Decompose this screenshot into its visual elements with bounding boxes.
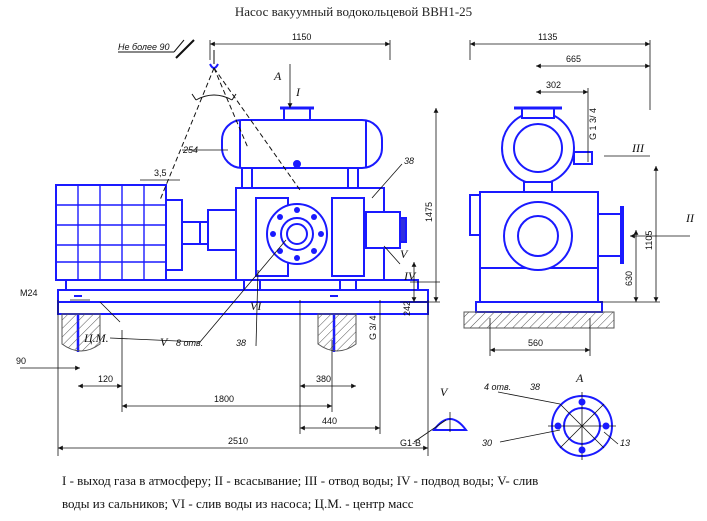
label-center-of-mass: Ц.М. <box>83 331 109 345</box>
roman-i: I <box>295 85 301 99</box>
view-a-title: A <box>575 371 584 385</box>
legend-line-2: воды из сальников; VI - слив воды из нас… <box>62 496 414 511</box>
label-8-holes: 8 отв. <box>176 338 203 348</box>
dimension-lines <box>20 40 690 456</box>
label-13: 13 <box>620 438 630 448</box>
label-35: 3,5 <box>154 168 167 178</box>
dim-665: 665 <box>566 54 581 64</box>
dim-1150: 1150 <box>292 32 311 42</box>
page-title: Насос вакуумный водокольцевой ВВН1-25 <box>234 4 473 19</box>
view-a-arrow: A <box>273 69 282 83</box>
label-38: 38 <box>404 156 414 166</box>
dimension-texts: Не более 90 254 38 3,5 1150 1135 665 302… <box>16 32 695 448</box>
dim-1135: 1135 <box>538 32 557 42</box>
label-4-holes: 4 отв. <box>484 382 511 392</box>
dim-440: 440 <box>322 416 337 426</box>
dim-120: 120 <box>98 374 113 384</box>
lifting-sling <box>118 39 301 201</box>
flange-detail-a <box>548 392 616 460</box>
roman-v-front: V <box>160 335 169 349</box>
roman-v-section: V <box>440 385 449 399</box>
roman-v: V <box>400 247 409 261</box>
label-4-holes-size: 38 <box>530 382 540 392</box>
section-v <box>432 412 468 432</box>
dim-630: 630 <box>624 271 634 286</box>
dim-1800: 1800 <box>214 394 234 404</box>
thread-g34: G 3/ 4 <box>368 315 378 340</box>
thread-g1b: G1-B <box>400 438 421 448</box>
dim-560: 560 <box>528 338 543 348</box>
thread-m24: M24 <box>20 288 38 298</box>
roman-iii: III <box>631 141 645 155</box>
roman-iv: IV <box>403 269 417 283</box>
thread-g134: G 1 3/ 4 <box>588 108 598 140</box>
side-view <box>469 106 624 313</box>
dim-242: 242 <box>402 301 412 316</box>
label-30: 30 <box>482 438 492 448</box>
legend: I - выход газа в атмосферу; II - всасыва… <box>62 469 692 515</box>
front-view <box>55 106 429 352</box>
label-254: 254 <box>182 145 198 155</box>
electric-motor <box>55 184 167 281</box>
dim-302: 302 <box>546 80 561 90</box>
dim-1475: 1475 <box>424 202 434 222</box>
dim-2510: 2510 <box>228 436 248 446</box>
foundation <box>61 313 357 352</box>
legend-line-1: I - выход газа в атмосферу; II - всасыва… <box>62 473 539 488</box>
roman-vi: VI <box>250 299 262 313</box>
dim-90: 90 <box>16 356 26 366</box>
roman-ii: II <box>685 211 695 225</box>
dim-380: 380 <box>316 374 331 384</box>
leader-lines <box>70 149 619 445</box>
side-foundation <box>463 311 615 329</box>
dim-1105: 1105 <box>644 231 654 250</box>
label-8-holes-size: 38 <box>236 338 246 348</box>
label-no-more-90: Не более 90 <box>118 42 169 52</box>
